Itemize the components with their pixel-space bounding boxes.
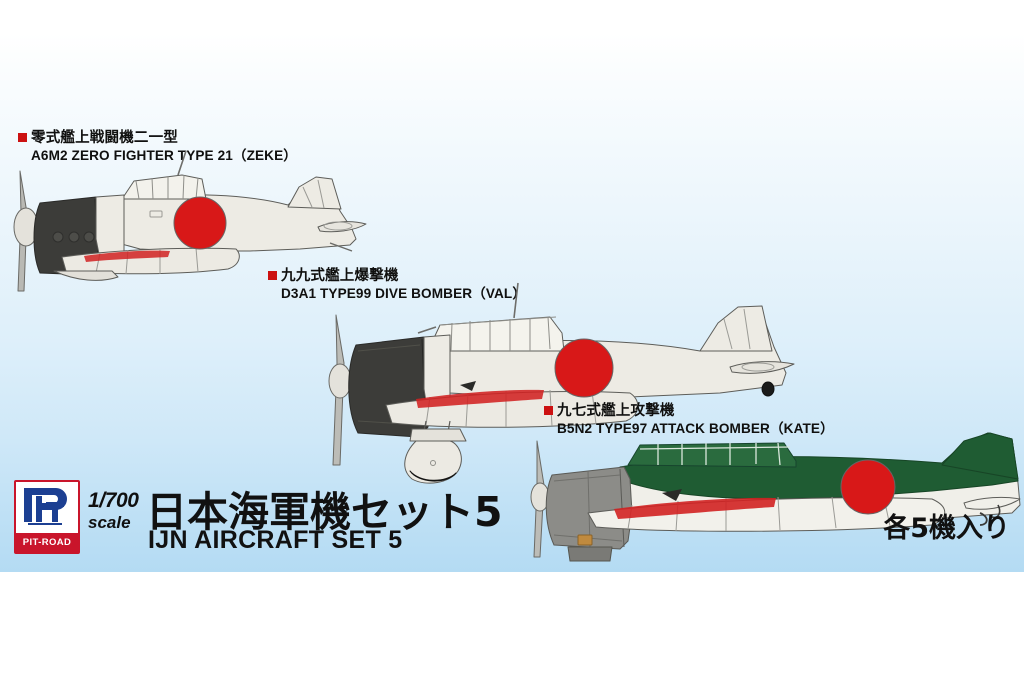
quantity-note: 各5機入り: [883, 513, 1010, 544]
caption-a6m2: 零式艦上戦闘機二一型 A6M2 ZERO FIGHTER TYPE 21（ZEK…: [18, 130, 297, 164]
caption-a6m2-jp: 零式艦上戦闘機二一型: [18, 130, 297, 146]
product-title-en: IJN AIRCRAFT SET 5: [148, 526, 403, 554]
bullet-square-icon: [544, 406, 553, 415]
caption-b5n2-jp: 九七式艦上攻撃機: [544, 403, 834, 419]
bullet-square-icon: [18, 133, 27, 142]
aircraft-b5n2-kate: [512, 431, 1022, 562]
logo-brand-band: PIT-ROAD: [16, 533, 78, 552]
product-title-jp: 日本海軍機セット5: [146, 488, 503, 536]
artwork-panel: 零式艦上戦闘機二一型 A6M2 ZERO FIGHTER TYPE 21（ZEK…: [0, 33, 1024, 572]
bullet-square-icon: [268, 271, 277, 280]
aircraft-a6m2-zero: [0, 150, 370, 303]
scale-ratio: 1/700: [88, 489, 139, 512]
caption-b5n2: 九七式艦上攻撃機 B5N2 TYPE97 ATTACK BOMBER（KATE）: [544, 403, 834, 437]
caption-b5n2-en: B5N2 TYPE97 ATTACK BOMBER（KATE）: [557, 421, 834, 437]
title-banner: PIT-ROAD 1/700 scale 日本海軍機セット5 IJN AIRCR…: [0, 480, 1024, 572]
caption-d3a1-en: D3A1 TYPE99 DIVE BOMBER（VAL）: [281, 286, 527, 302]
scale-word: scale: [88, 513, 131, 532]
logo-mark: [16, 482, 78, 530]
caption-d3a1-jp: 九九式艦上爆撃機: [268, 268, 526, 284]
scale-label: 1/700 scale: [88, 490, 139, 531]
logo-brand-text: PIT-ROAD: [22, 537, 72, 548]
pit-road-logo: PIT-ROAD: [14, 480, 80, 554]
aircraft-d3a1-val: [300, 282, 800, 484]
caption-a6m2-en: A6M2 ZERO FIGHTER TYPE 21（ZEKE）: [31, 148, 297, 164]
caption-d3a1: 九九式艦上爆撃機 D3A1 TYPE99 DIVE BOMBER（VAL）: [268, 268, 527, 302]
